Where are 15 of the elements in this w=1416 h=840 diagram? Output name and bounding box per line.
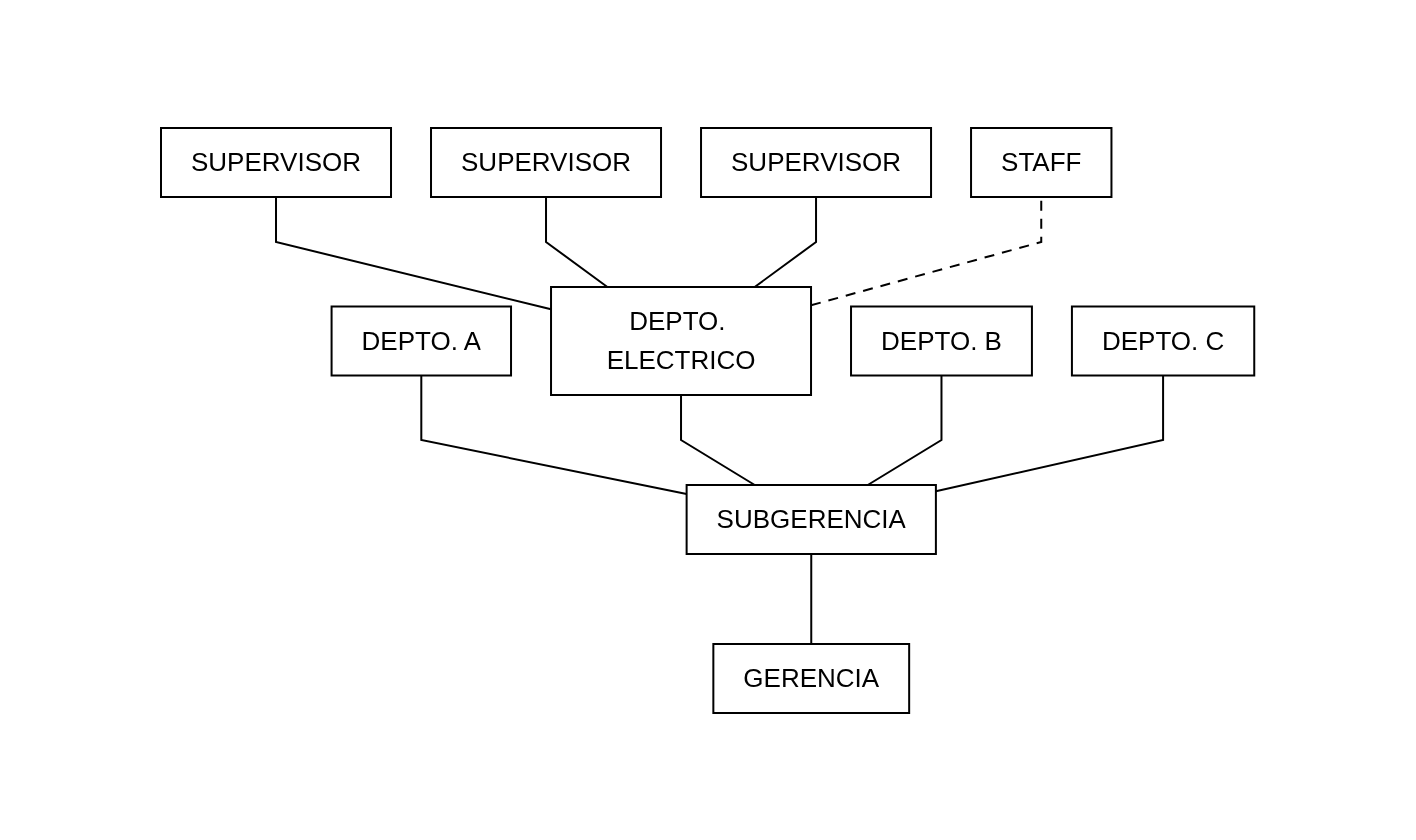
connector	[810, 552, 813, 645]
connector	[867, 374, 943, 486]
node-box: DEPTO. B	[850, 305, 1034, 376]
node-box: DEPTO. ELECTRICO	[550, 285, 813, 396]
node-box: GERENCIA	[712, 642, 911, 714]
node-box: DEPTO. A	[330, 305, 513, 376]
node-box: SUBGERENCIA	[686, 483, 938, 555]
connector	[754, 195, 818, 288]
node-box: SUPERVISOR	[160, 126, 393, 198]
node-box: SUPERVISOR	[430, 126, 663, 198]
node-box: SUPERVISOR	[700, 126, 933, 198]
node-box: DEPTO. C	[1071, 305, 1256, 376]
connector	[545, 195, 609, 288]
connector	[420, 374, 688, 495]
node-box: STAFF	[970, 126, 1113, 198]
